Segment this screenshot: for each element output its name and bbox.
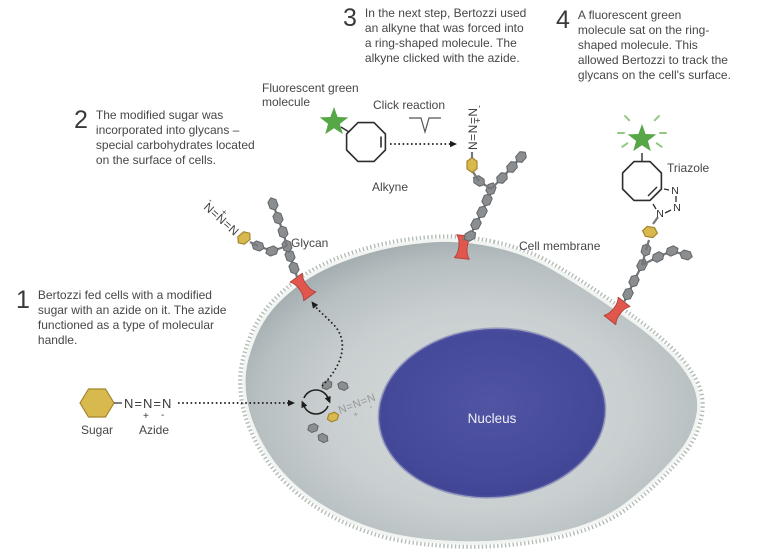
triazole-bond bbox=[663, 188, 670, 191]
azide-left-minus: - bbox=[206, 195, 215, 204]
nucleus-label: Nucleus bbox=[468, 411, 517, 426]
glycan-right bbox=[622, 216, 693, 303]
step-4: 4 A fluorescent green molecule sat on th… bbox=[556, 8, 778, 83]
triazole-nitrogen-1: N bbox=[656, 208, 664, 220]
glycan-unit bbox=[272, 211, 284, 225]
glycan-unit bbox=[679, 249, 693, 261]
cycle-arrow-top bbox=[303, 389, 331, 404]
fused-double-bond bbox=[647, 186, 658, 197]
azide-sugar-hexagon-left bbox=[237, 231, 251, 245]
glycan-unit bbox=[288, 261, 300, 275]
free-sugar-azide: N=N=N+ - bbox=[79, 388, 172, 422]
alkyne-molecule bbox=[319, 107, 387, 163]
membrane-anchor-1 bbox=[289, 272, 317, 302]
azide-middle-minus: - bbox=[474, 105, 484, 108]
glycan-label: Glycan bbox=[291, 236, 329, 250]
azide-middle-plus: + bbox=[473, 118, 483, 123]
triazole-bond bbox=[652, 203, 657, 210]
glycan-unit bbox=[651, 251, 665, 263]
glycan-unit bbox=[470, 217, 482, 231]
nucleus: Nucleus bbox=[377, 327, 607, 499]
azide-middle: N=N=N+ - bbox=[466, 105, 484, 150]
glycan-link bbox=[644, 239, 651, 251]
glycan-unit bbox=[628, 274, 640, 288]
fluorescent-star-icon bbox=[319, 107, 349, 135]
glycan-unit bbox=[277, 225, 289, 239]
membrane-anchor-3 bbox=[603, 296, 631, 326]
glycan-unit bbox=[463, 230, 477, 242]
free-glycan-unit bbox=[307, 422, 319, 434]
glycan-unit bbox=[496, 172, 508, 184]
glycan-link bbox=[652, 216, 659, 225]
sparkle-tick bbox=[653, 115, 660, 122]
sugar-label: Sugar bbox=[80, 423, 114, 437]
cyclooctyne-ring bbox=[621, 160, 663, 202]
glycan-unit bbox=[622, 287, 634, 301]
azide-left-plus: + bbox=[219, 207, 230, 218]
step-3-text: In the next step, Bertozzi used an alkyn… bbox=[364, 6, 527, 65]
step-1-number: 1 bbox=[16, 286, 30, 314]
step-2-text: The modified sugar was incorporated into… bbox=[95, 108, 255, 167]
glycan-link bbox=[472, 171, 480, 182]
azide-intracellular-plus: + bbox=[352, 409, 360, 420]
step-4-number: 4 bbox=[556, 6, 570, 34]
click-reaction-pointer bbox=[409, 117, 441, 135]
recycling-arrows bbox=[301, 389, 331, 415]
sugar-hexagon bbox=[79, 388, 115, 418]
glycan-unit bbox=[506, 161, 518, 173]
azide-sugar-hexagon-middle bbox=[466, 156, 478, 174]
glycan-unit bbox=[481, 193, 493, 207]
step-4-text: A fluorescent green molecule sat on the … bbox=[577, 8, 731, 82]
sparkle-tick bbox=[655, 142, 663, 148]
step-3: 3 In the next step, Bertozzi used an alk… bbox=[343, 6, 551, 66]
glycan-unit bbox=[476, 205, 488, 219]
triazole-nitrogen-3: N bbox=[671, 185, 679, 197]
fluorescent-molecule-label: Fluorescent green molecule bbox=[262, 81, 359, 109]
sparkle-tick bbox=[621, 142, 629, 148]
glycan-unit bbox=[515, 151, 527, 163]
step-1-text: Bertozzi fed cells with a modified sugar… bbox=[37, 288, 227, 347]
azide-left: N=N=N+- bbox=[201, 195, 242, 239]
arrows bbox=[178, 140, 457, 407]
sparkle-tick bbox=[624, 115, 631, 122]
step-1: 1 Bertozzi fed cells with a modified sug… bbox=[16, 288, 250, 348]
glycan-unit bbox=[265, 245, 279, 257]
alkyne-ring bbox=[345, 121, 387, 163]
azide-plus: + bbox=[143, 411, 149, 422]
intracellular-sugar-hexagon bbox=[326, 411, 340, 423]
step-3-number: 3 bbox=[343, 4, 357, 32]
triazole-label: Triazole bbox=[667, 161, 710, 175]
azide-label: Azide bbox=[138, 423, 170, 437]
glycan-unit bbox=[665, 245, 679, 257]
azide-sugar-hexagon-right bbox=[641, 225, 659, 239]
free-glycan-unit bbox=[321, 379, 333, 391]
triazole-nitrogen-2: N bbox=[673, 202, 681, 214]
free-glycan-unit bbox=[317, 432, 329, 444]
click-reaction-label: Click reaction bbox=[373, 98, 446, 112]
intracellular-sugars bbox=[307, 379, 349, 444]
fluorescent-star-on-cell-icon bbox=[627, 124, 657, 152]
cell-membrane-label: Cell membrane bbox=[519, 239, 601, 253]
azide-intracellular-minus: - bbox=[368, 401, 374, 411]
star-bond bbox=[340, 126, 350, 133]
nucleus-shape bbox=[377, 327, 607, 499]
azide-formula: N=N=N bbox=[124, 396, 172, 411]
glycan-middle bbox=[462, 151, 527, 242]
azide-left-formula: N=N=N bbox=[201, 200, 242, 239]
glycan-link bbox=[249, 241, 259, 247]
azide-minus: - bbox=[161, 410, 164, 421]
step-2: 2 The modified sugar was incorporated in… bbox=[74, 108, 282, 168]
glycan-unit bbox=[267, 197, 279, 211]
azide-middle-formula: N=N=N bbox=[466, 107, 480, 150]
alkyne-label: Alkyne bbox=[372, 180, 409, 194]
free-glycan-unit bbox=[337, 380, 349, 392]
glycan-left bbox=[237, 197, 300, 278]
step-2-number: 2 bbox=[74, 106, 88, 134]
triazole-bond bbox=[664, 209, 672, 214]
cycle-arrow-bottom bbox=[301, 400, 329, 415]
